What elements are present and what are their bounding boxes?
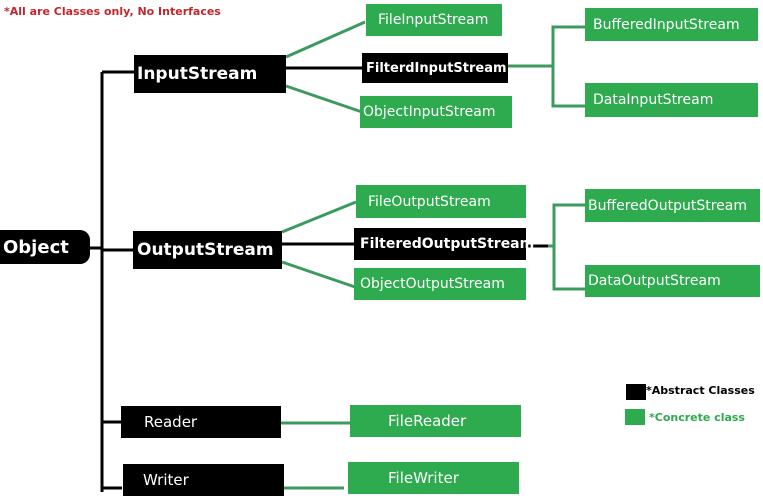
node-writer[interactable]: Writer bbox=[123, 464, 284, 496]
node-objectinputstream[interactable]: ObjectInputStream bbox=[360, 96, 512, 128]
node-fileoutputstream[interactable]: FileOutputStream bbox=[356, 185, 526, 218]
legend-abstract-swatch bbox=[626, 384, 646, 400]
node-outputstream[interactable]: OutputStream bbox=[133, 231, 282, 269]
node-filteredoutputstream[interactable]: FilteredOutputStream bbox=[354, 228, 534, 260]
node-filereader[interactable]: FileReader bbox=[350, 405, 521, 437]
legend-abstract-label: *Abstract Classes bbox=[646, 384, 755, 397]
edge-filterdinputstream-children bbox=[508, 25, 585, 68]
node-bufferedinputstream[interactable]: BufferedInputStream bbox=[585, 8, 758, 41]
node-datainputstream[interactable]: DataInputStream bbox=[585, 83, 758, 117]
note-text: *All are Classes only, No Interfaces bbox=[4, 5, 221, 18]
edge-filterdinputstream-datainputstream bbox=[551, 66, 585, 108]
edge-filteredoutputstream-children bbox=[548, 203, 585, 248]
edge-inputstream-objectinputstream bbox=[285, 84, 363, 114]
legend-concrete-swatch bbox=[625, 409, 645, 425]
edge-inputstream-fileinputstream bbox=[285, 20, 366, 59]
node-inputstream[interactable]: InputStream bbox=[134, 55, 286, 93]
node-bufferedoutputstream[interactable]: BufferedOutputStream bbox=[585, 189, 760, 222]
node-reader[interactable]: Reader bbox=[121, 406, 281, 438]
edge-filteredoutputstream-dataoutputstream bbox=[552, 246, 585, 291]
edge-outputstream-objectoutputstream bbox=[281, 260, 356, 289]
node-fileinputstream[interactable]: FileInputStream bbox=[366, 4, 502, 36]
node-object-label: Object bbox=[3, 236, 69, 258]
legend-concrete-label: *Concrete class bbox=[649, 411, 745, 424]
node-filewriter[interactable]: FileWriter bbox=[348, 462, 519, 494]
node-object[interactable]: Object bbox=[0, 230, 90, 264]
node-dataoutputstream[interactable]: DataOutputStream bbox=[585, 265, 760, 297]
node-filterdinputstream[interactable]: FilterdInputStream bbox=[362, 53, 508, 83]
node-objectoutputstream[interactable]: ObjectOutputStream bbox=[354, 268, 526, 300]
edge-outputstream-fileoutputstream bbox=[281, 200, 357, 234]
